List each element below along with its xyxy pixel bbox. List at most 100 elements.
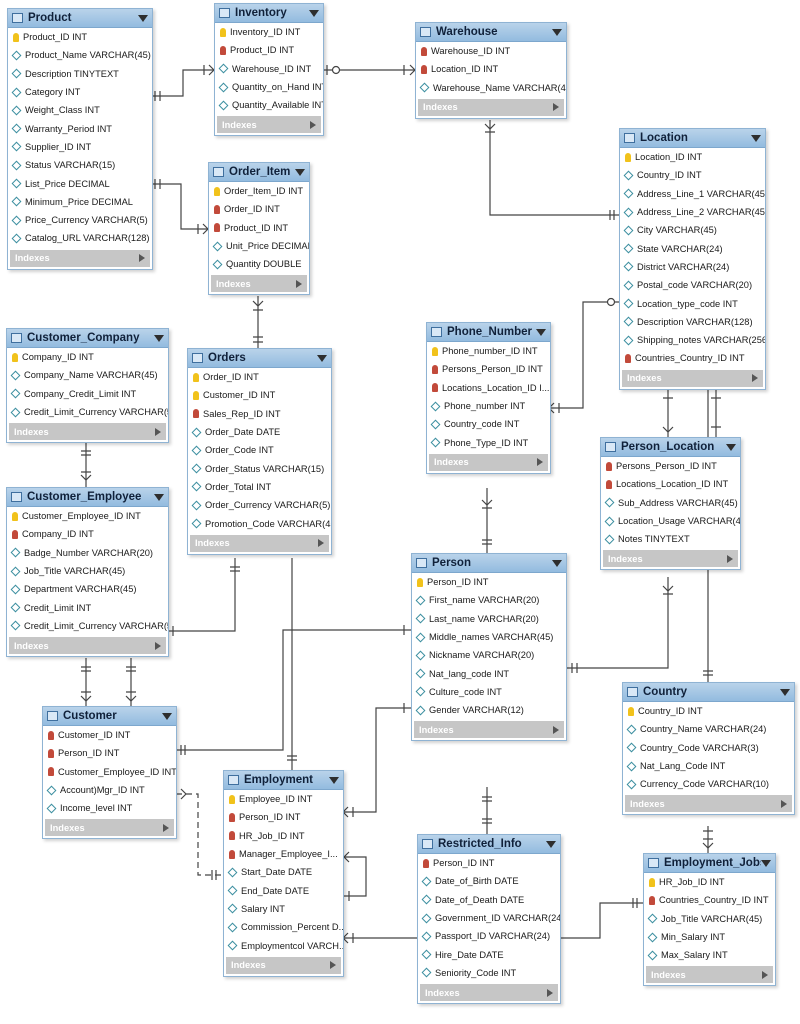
column-row[interactable]: Order_Code INT [188,441,331,459]
column-row[interactable]: Location_ID INT [416,60,566,78]
table-header[interactable]: Person [412,554,566,573]
column-row[interactable]: Warehouse_ID INT [416,42,566,60]
column-row[interactable]: Status VARCHAR(15) [8,156,152,174]
column-row[interactable]: Sub_Address VARCHAR(45) [601,494,740,512]
table-header[interactable]: Product [8,9,152,28]
column-row[interactable]: Countries_Country_ID INT [620,349,765,367]
column-row[interactable]: Phone_number INT [427,397,550,415]
column-row[interactable]: Middle_names VARCHAR(45) [412,628,566,646]
table-header[interactable]: Order_Item [209,163,309,182]
column-row[interactable]: Supplier_ID INT [8,138,152,156]
column-row[interactable]: Company_Credit_Limit INT [7,385,168,403]
table-header[interactable]: Employment_Jobs [644,854,775,873]
indexes-footer[interactable]: Indexes [420,984,558,1002]
column-row[interactable]: Customer_Employee_ID INT [7,507,168,525]
column-row[interactable]: End_Date DATE [224,881,343,899]
column-row[interactable]: Person_ID INT [418,854,560,872]
column-row[interactable]: Order_ID INT [209,200,309,218]
column-row[interactable]: Description TINYTEXT [8,65,152,83]
expand-arrow-icon[interactable] [318,539,324,548]
column-row[interactable]: Credit_Limit_Currency VARCHAR(5) [7,403,168,421]
table-header[interactable]: Employment [224,771,343,790]
column-row[interactable]: Customer_ID INT [43,726,176,744]
column-row[interactable]: Quantity_on_Hand INT [215,78,323,96]
column-row[interactable]: Phone_Type_ID INT [427,433,550,451]
column-row[interactable]: Date_of_Birth DATE [418,872,560,890]
column-row[interactable]: Shipping_notes VARCHAR(256) [620,331,765,349]
column-row[interactable]: Category INT [8,83,152,101]
table-header[interactable]: Warehouse [416,23,566,42]
column-row[interactable]: Locations_Location_ID INT [601,475,740,493]
column-row[interactable]: Order_Item_ID INT [209,182,309,200]
column-row[interactable]: Credit_Limit_Currency VARCHAR(5) [7,617,168,635]
column-row[interactable]: Country_code INT [427,415,550,433]
column-row[interactable]: Credit_Limit INT [7,598,168,616]
column-row[interactable]: Company_ID INT [7,348,168,366]
column-row[interactable]: Max_Salary INT [644,946,775,964]
column-row[interactable]: Minimum_Price DECIMAL [8,193,152,211]
column-row[interactable]: Nickname VARCHAR(20) [412,646,566,664]
column-row[interactable]: Postal_code VARCHAR(20) [620,276,765,294]
column-row[interactable]: Last_name VARCHAR(20) [412,610,566,628]
collapse-arrow-icon[interactable] [329,776,339,784]
table-header[interactable]: Person_Location [601,438,740,457]
expand-arrow-icon[interactable] [547,988,553,997]
indexes-footer[interactable]: Indexes [603,550,738,568]
collapse-arrow-icon[interactable] [154,334,164,342]
indexes-footer[interactable]: Indexes [646,966,773,984]
column-row[interactable]: Order_Currency VARCHAR(5) [188,496,331,514]
column-row[interactable]: Person_ID INT [412,573,566,591]
indexes-footer[interactable]: Indexes [429,453,548,471]
column-row[interactable]: Employmentcol VARCH... [224,936,343,954]
collapse-arrow-icon[interactable] [317,354,327,362]
expand-arrow-icon[interactable] [139,254,145,263]
column-row[interactable]: Company_Name VARCHAR(45) [7,366,168,384]
column-row[interactable]: Manager_Employee_I... [224,845,343,863]
expand-arrow-icon[interactable] [553,103,559,112]
indexes-footer[interactable]: Indexes [10,249,150,267]
column-row[interactable]: Phone_number_ID INT [427,342,550,360]
expand-arrow-icon[interactable] [155,427,161,436]
collapse-arrow-icon[interactable] [726,443,736,451]
column-row[interactable]: Culture_code INT [412,683,566,701]
column-row[interactable]: Address_Line_1 VARCHAR(45) [620,185,765,203]
table-header[interactable]: Inventory [215,4,323,23]
column-row[interactable]: HR_Job_ID INT [644,873,775,891]
indexes-footer[interactable]: Indexes [190,534,329,552]
column-row[interactable]: Commission_Percent D... [224,918,343,936]
column-row[interactable]: Job_Title VARCHAR(45) [7,562,168,580]
column-row[interactable]: Quantity_Available INT [215,96,323,114]
column-row[interactable]: Product_ID INT [8,28,152,46]
column-row[interactable]: Countries_Country_ID INT [644,891,775,909]
column-row[interactable]: Salary INT [224,900,343,918]
column-row[interactable]: Income_level INT [43,799,176,817]
collapse-arrow-icon[interactable] [138,14,148,22]
column-row[interactable]: Location_type_code INT [620,294,765,312]
column-row[interactable]: State VARCHAR(24) [620,239,765,257]
collapse-arrow-icon[interactable] [552,559,562,567]
collapse-arrow-icon[interactable] [162,712,172,720]
table-header[interactable]: Restricted_Info [418,835,560,854]
column-row[interactable]: Person_ID INT [224,808,343,826]
collapse-arrow-icon[interactable] [546,840,556,848]
column-row[interactable]: HR_Job_ID INT [224,827,343,845]
column-row[interactable]: Persons_Person_ID INT [427,360,550,378]
indexes-footer[interactable]: Indexes [625,795,792,813]
expand-arrow-icon[interactable] [163,823,169,832]
indexes-footer[interactable]: Indexes [9,423,166,441]
column-row[interactable]: Account)Mgr_ID INT [43,781,176,799]
column-row[interactable]: Product_Name VARCHAR(45) [8,46,152,64]
column-row[interactable]: Country_Name VARCHAR(24) [623,720,794,738]
column-row[interactable]: Warehouse_Name VARCHAR(45) [416,79,566,97]
table-header[interactable]: Customer [43,707,176,726]
column-row[interactable]: Unit_Price DECIMAL [209,237,309,255]
